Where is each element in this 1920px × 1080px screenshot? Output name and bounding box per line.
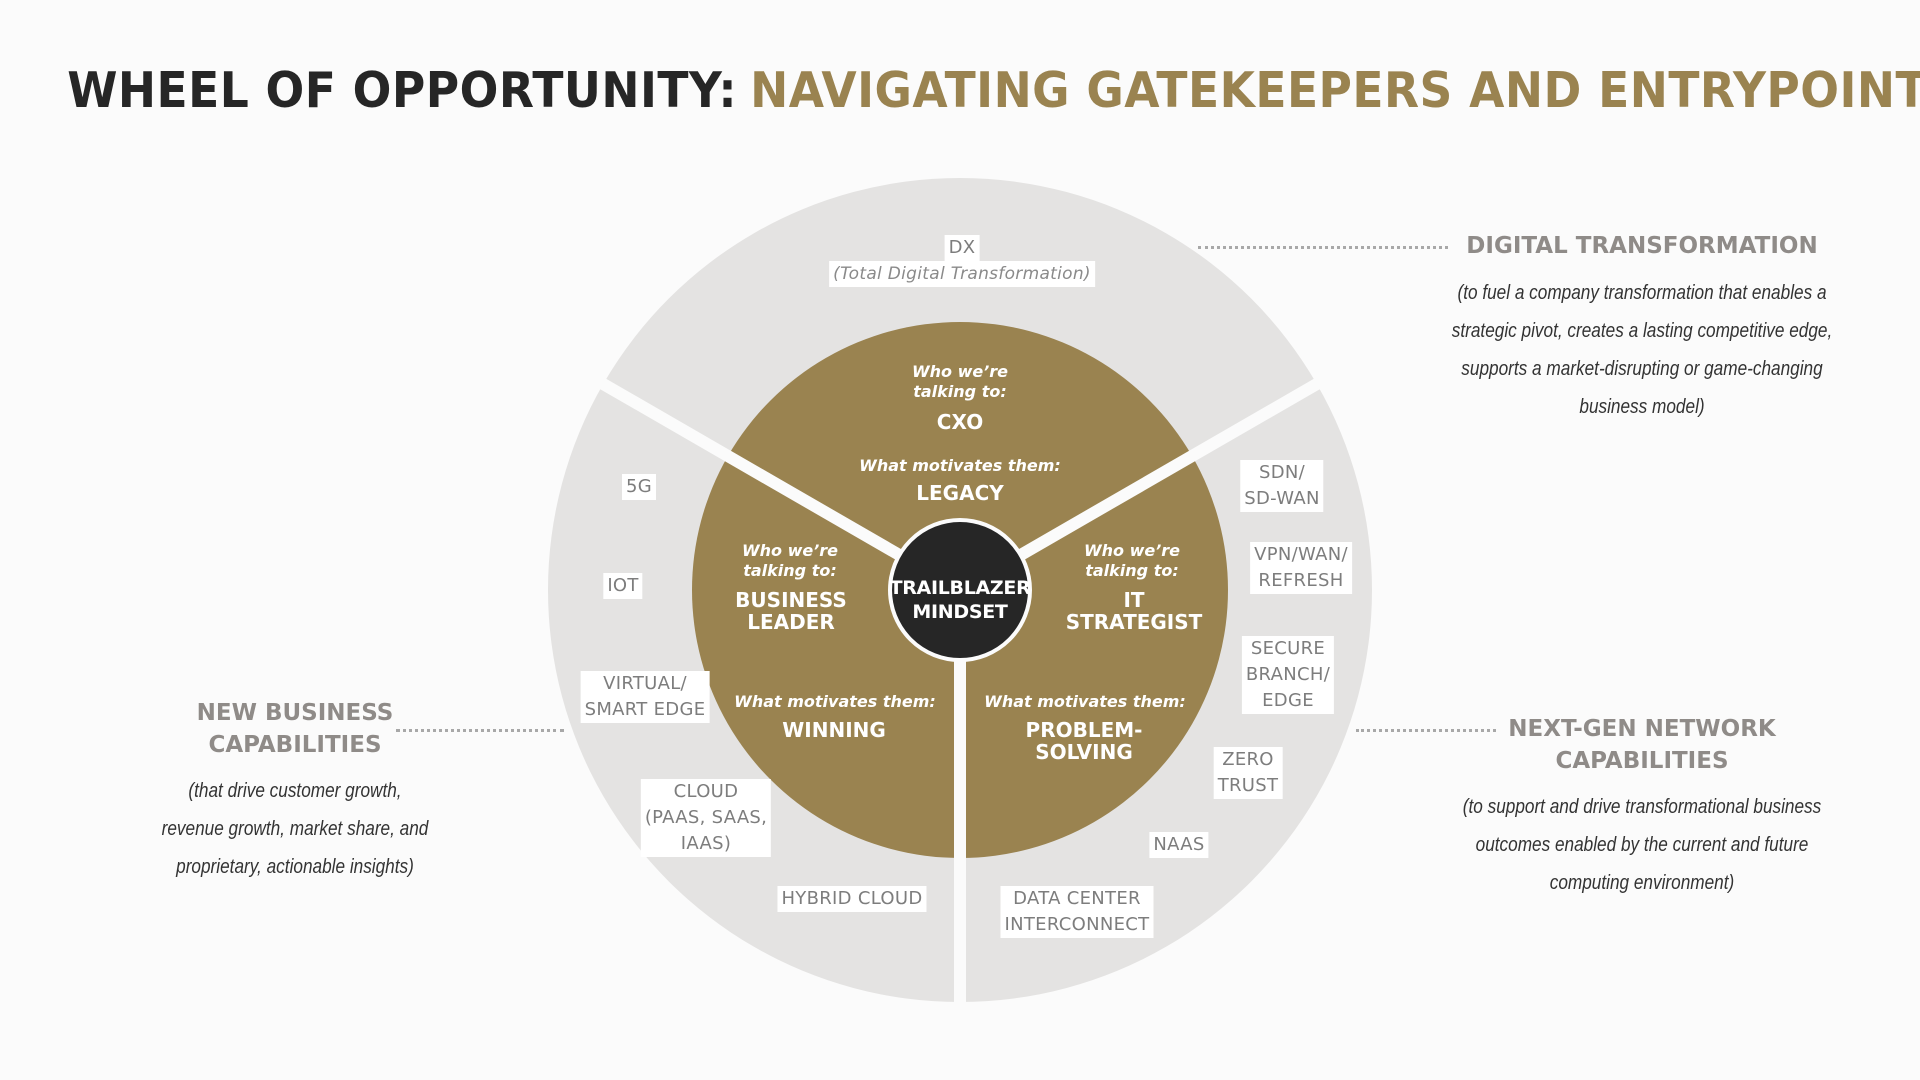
tag-secure-line2: BRANCH/: [1245, 664, 1331, 685]
tag-zero-line1: ZERO: [1222, 749, 1274, 770]
callout-business-heading-line2: CAPABILITIES: [208, 732, 382, 758]
tag-virtual-line1: VIRTUAL/: [603, 673, 687, 694]
tag-sdn-line2: SD-WAN: [1244, 488, 1320, 509]
tag-sdn-sdwan: SDN/ SD-WAN: [1240, 460, 1324, 512]
callout-digital-line1: (to fuel a company transformation that e…: [1457, 282, 1827, 304]
top-motivation-caption: What motivates them:: [859, 456, 1061, 475]
hub-line1: TRAILBLAZER: [889, 577, 1031, 599]
right-motivation-line1: PROBLEM-: [1025, 718, 1143, 742]
tag-data-center-interconnect: DATA CENTER INTERCONNECT: [1000, 886, 1154, 938]
callout-business-line2: revenue growth, market share, and: [161, 818, 429, 840]
hub-label: TRAILBLAZER MINDSET: [890, 576, 1031, 624]
tag-secure-line1: SECURE: [1250, 638, 1326, 659]
right-who-value-line2: STRATEGIST: [1065, 610, 1203, 634]
left-who-value-line1: BUSINESS: [735, 588, 847, 612]
tag-vpn-line1: VPN/WAN/: [1254, 544, 1348, 565]
tag-hybrid-cloud: HYBRID CLOUD: [777, 886, 927, 912]
right-motivation-line2: SOLVING: [1035, 740, 1133, 764]
top-who-value: CXO: [936, 410, 984, 434]
callout-network-line2: outcomes enabled by the current and futu…: [1475, 834, 1809, 856]
callout-digital-line3: supports a market-disrupting or game-cha…: [1461, 358, 1823, 380]
callout-network-line1: (to support and drive transformational b…: [1462, 796, 1822, 818]
right-motivation-caption: What motivates them:: [984, 692, 1186, 711]
left-motivation-value: WINNING: [782, 718, 886, 742]
tag-cloud-line2: (PAAS, SAAS,: [644, 807, 768, 828]
left-who-caption-line1: Who we’re: [741, 541, 839, 560]
tag-cloud-line3: IAAS): [680, 833, 732, 854]
tag-naas: NAAS: [1149, 832, 1209, 858]
tag-secure-branch-edge: SECURE BRANCH/ EDGE: [1241, 636, 1335, 714]
left-who-value: BUSINESS LEADER: [735, 589, 847, 633]
left-motivation-caption: What motivates them:: [734, 692, 936, 711]
tag-vpn-wan-refresh: VPN/WAN/ REFRESH: [1250, 542, 1352, 594]
right-who-caption-line2: talking to:: [1085, 561, 1179, 580]
tag-virtual-smart-edge: VIRTUAL/ SMART EDGE: [580, 671, 710, 723]
callout-digital-line2: strategic pivot, creates a lasting compe…: [1451, 320, 1833, 342]
tag-sdn-line1: SDN/: [1258, 462, 1306, 483]
tag-vpn-line2: REFRESH: [1258, 570, 1344, 591]
top-who-caption-line1: Who we’re: [911, 362, 1009, 381]
callout-business-line3: proprietary, actionable insights): [176, 856, 414, 878]
callout-business-heading: NEW BUSINESS CAPABILITIES: [197, 697, 394, 761]
tag-zero-line2: TRUST: [1217, 775, 1279, 796]
right-motivation-value: PROBLEM- SOLVING: [1026, 719, 1143, 763]
tag-iot: IOT: [603, 573, 643, 599]
tag-dc-line1: DATA CENTER: [1013, 888, 1141, 909]
callout-business-description: (that drive customer growth, revenue gro…: [162, 772, 429, 886]
left-who-caption-line2: talking to:: [743, 561, 837, 580]
leader-line-network: [1356, 729, 1496, 732]
leader-line-digital: [1198, 246, 1448, 249]
callout-business-line1: (that drive customer growth,: [188, 780, 402, 802]
tag-cloud-line1: CLOUD: [673, 781, 739, 802]
right-who-caption-line1: Who we’re: [1083, 541, 1181, 560]
title-accent: NAVIGATING GATEKEEPERS AND ENTRYPOINTS: [750, 62, 1920, 119]
tag-dx: DX: [944, 235, 980, 261]
right-who-caption: Who we’re talking to:: [1084, 541, 1180, 581]
title-main: WHEEL OF OPPORTUNITY:: [67, 62, 738, 119]
callout-digital-description: (to fuel a company transformation that e…: [1452, 274, 1833, 426]
callout-network-description: (to support and drive transformational b…: [1463, 788, 1822, 902]
right-who-value-line1: IT: [1123, 588, 1145, 612]
callout-network-heading: NEXT-GEN NETWORK CAPABILITIES: [1508, 713, 1776, 777]
tag-dx-subtitle: (Total Digital Transformation): [829, 261, 1095, 287]
leader-line-business: [396, 729, 564, 732]
callout-network-line3: computing environment): [1549, 872, 1735, 894]
callout-business-heading-line1: NEW BUSINESS: [196, 700, 394, 726]
hub-line2: MINDSET: [912, 601, 1008, 623]
tag-5g: 5G: [621, 474, 657, 500]
callout-network-heading-line1: NEXT-GEN NETWORK: [1508, 716, 1776, 742]
top-who-caption: Who we’re talking to:: [912, 362, 1008, 402]
left-who-caption: Who we’re talking to:: [742, 541, 838, 581]
tag-dc-line2: INTERCONNECT: [1004, 914, 1150, 935]
callout-network-heading-line2: CAPABILITIES: [1555, 748, 1729, 774]
tag-cloud: CLOUD (PAAS, SAAS, IAAS): [640, 779, 772, 857]
callout-digital-heading: DIGITAL TRANSFORMATION: [1466, 233, 1818, 259]
top-motivation-value: LEGACY: [916, 481, 1004, 505]
tag-secure-line3: EDGE: [1262, 690, 1314, 711]
callout-digital-line4: business model): [1579, 396, 1705, 418]
tag-zero-trust: ZERO TRUST: [1213, 747, 1283, 799]
hub-circle: [888, 518, 1032, 662]
top-who-caption-line2: talking to:: [913, 382, 1007, 401]
left-who-value-line2: LEADER: [747, 610, 835, 634]
tag-virtual-line2: SMART EDGE: [584, 699, 706, 720]
right-who-value: IT STRATEGIST: [1066, 589, 1203, 633]
page-title: WHEEL OF OPPORTUNITY:NAVIGATING GATEKEEP…: [67, 62, 1920, 119]
